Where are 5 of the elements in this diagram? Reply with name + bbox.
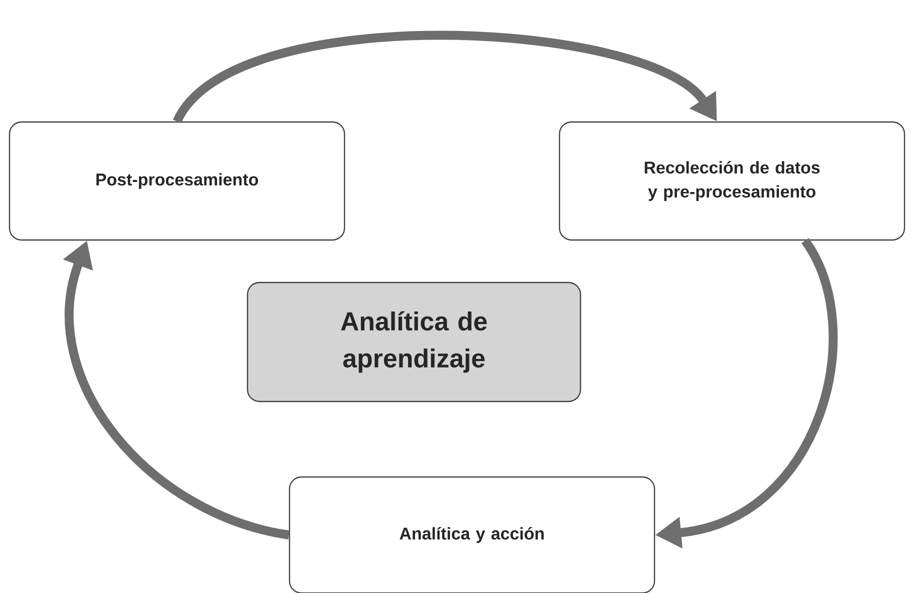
- process-box: Analítica y acción: [288, 476, 656, 593]
- process-box: Post-procesamiento: [8, 121, 346, 241]
- process-box: Recolección de datos y pre-procesamiento: [558, 121, 906, 241]
- title-box: Analítica de aprendizaje: [246, 282, 582, 402]
- curved-arrow: [173, 30, 717, 124]
